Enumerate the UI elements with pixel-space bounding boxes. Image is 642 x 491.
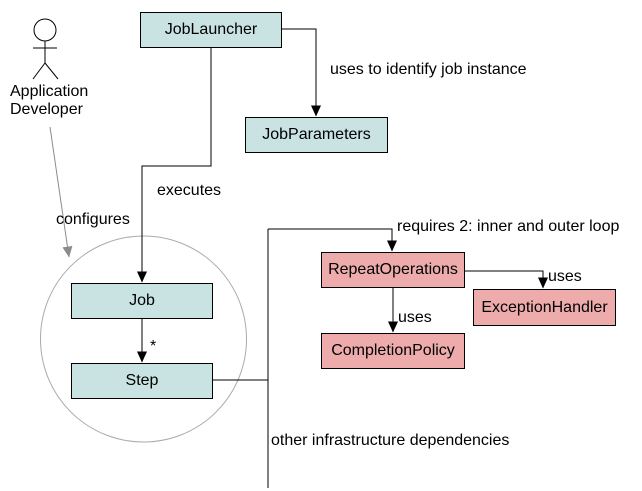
actor-left-leg — [32, 62, 46, 80]
edge-label-configures: configures — [56, 211, 130, 228]
node-job: Job — [71, 283, 213, 319]
node-completionpolicy: CompletionPolicy — [321, 333, 465, 369]
edge-label-executes: executes — [157, 182, 222, 199]
edge-label-other-infrastructure: other infrastructure dependencies — [271, 432, 510, 449]
edge-label-uses-completionpolicy: uses — [398, 309, 432, 326]
edge-label-uses-exceptionhandler: uses — [548, 268, 582, 285]
edge-label-requires-two: requires 2: inner and outer loop — [397, 218, 620, 235]
edge-label-step-multiplicity: * — [150, 338, 157, 355]
actor-label-line1: Application — [10, 83, 89, 100]
node-repeatoperations: RepeatOperations — [321, 252, 465, 288]
node-step: Step — [71, 363, 213, 399]
actor-stick-figure-icon — [32, 18, 59, 80]
joblauncher-to-jobparameters-edge — [282, 28, 321, 117]
actor-label-line2: Developer — [10, 101, 83, 118]
actor-label: Application Developer — [10, 83, 88, 119]
repeatoperations-to-exceptionhandler-edge — [465, 270, 548, 289]
actor-head — [33, 18, 57, 42]
configuration-scope-circle — [40, 235, 247, 443]
node-jobparameters: JobParameters — [245, 117, 388, 153]
node-exceptionhandler: ExceptionHandler — [473, 289, 616, 326]
node-joblauncher: JobLauncher — [140, 12, 282, 48]
bus-to-repeatoperations-edge — [268, 228, 397, 252]
actor-right-leg — [44, 62, 59, 80]
edge-label-uses-to-identify: uses to identify job instance — [330, 61, 527, 78]
joblauncher-to-job-edge — [137, 48, 212, 283]
configures-edge — [49, 126, 73, 258]
